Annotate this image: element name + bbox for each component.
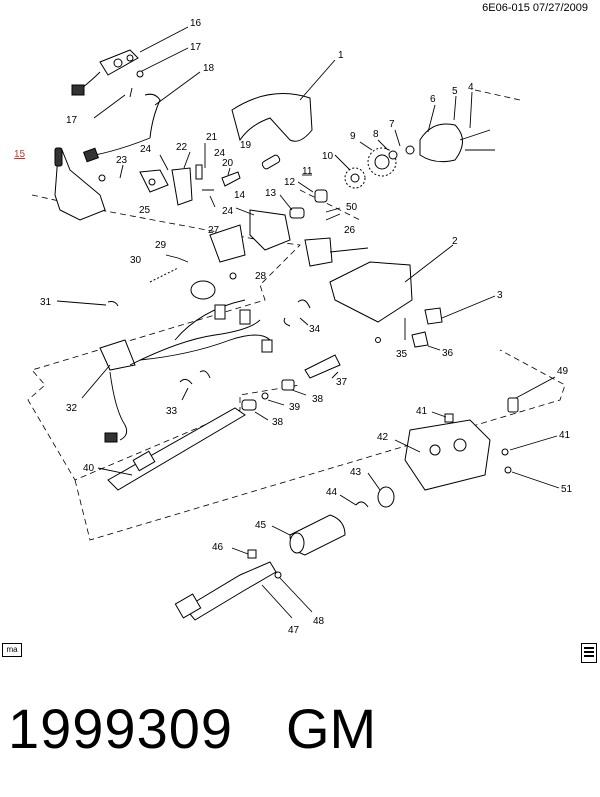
part-label-34: 34 [309, 324, 321, 335]
intermediate-45-48 [174, 514, 346, 621]
shaft-40 [97, 407, 246, 491]
gears-9-13 [279, 91, 495, 219]
part-label-33: 33 [166, 406, 178, 417]
part-label-35: 35 [396, 349, 408, 360]
part-label-49: 49 [557, 366, 569, 377]
part-label-10: 10 [322, 151, 334, 162]
connector-17-18 [83, 47, 201, 163]
part-label-27: 27 [208, 225, 220, 236]
part-label-40: 40 [83, 463, 95, 474]
switch-parts-21-25 [98, 143, 241, 208]
part-label-18: 18 [203, 63, 215, 74]
part-label-1: 1 [338, 50, 344, 61]
column-cover-1 [231, 59, 336, 142]
bearings-37-39 [241, 354, 341, 421]
part-label-15: 15 [14, 149, 26, 160]
harness-32 [56, 280, 311, 443]
part-label-17b: 17 [66, 115, 78, 126]
part-label-38a: 38 [312, 394, 324, 405]
part-label-8: 8 [373, 129, 379, 140]
part-label-51: 51 [561, 484, 573, 495]
part-label-6: 6 [430, 94, 436, 105]
part-label-32: 32 [66, 403, 78, 414]
part-label-37: 37 [336, 377, 348, 388]
part-label-39: 39 [289, 402, 301, 413]
part-labels: 1 2 3 4 5 6 7 8 9 10 11 12 13 14 15 16 1… [14, 18, 573, 636]
multifunction-lever-15 [54, 147, 106, 221]
part-label-13: 13 [265, 188, 277, 199]
part-label-25: 25 [139, 205, 151, 216]
ma-icon: ma [2, 643, 22, 657]
part-label-5: 5 [452, 86, 458, 97]
part-label-28: 28 [255, 271, 267, 282]
part-label-11: 11 [302, 166, 313, 177]
part-label-46: 46 [212, 542, 224, 553]
spring-29-30 [149, 254, 189, 283]
bracket-3-36 [375, 295, 496, 351]
part-label-20: 20 [222, 158, 234, 169]
part-label-17a: 17 [190, 42, 202, 53]
part-label-48: 48 [313, 616, 325, 627]
wiper-switch-16 [71, 26, 189, 96]
part-label-43: 43 [350, 467, 362, 478]
header-code: 6E06-015 07/27/2009 [482, 2, 588, 14]
part-label-45: 45 [255, 520, 267, 531]
footer-brand: GM [286, 697, 377, 760]
part-label-38b: 38 [272, 417, 284, 428]
switch-housing-14-27 [209, 154, 369, 280]
part-label-47: 47 [288, 625, 300, 636]
part-label-7: 7 [389, 119, 395, 130]
part-label-4: 4 [468, 82, 474, 93]
part-label-24b: 24 [214, 148, 226, 159]
part-label-44: 44 [326, 487, 338, 498]
part-label-24a: 24 [140, 144, 152, 155]
part-label-36: 36 [442, 348, 454, 359]
part-label-26: 26 [344, 225, 356, 236]
part-label-3: 3 [497, 290, 503, 301]
part-label-41b: 41 [559, 430, 571, 441]
part-label-41a: 41 [416, 406, 428, 417]
footer-number: 1999309 [8, 697, 234, 760]
part-label-2: 2 [452, 236, 458, 247]
lower-cover-2 [329, 244, 454, 323]
part-label-29: 29 [155, 240, 167, 251]
part-label-24c: 24 [222, 206, 234, 217]
part-label-50: 50 [346, 202, 358, 213]
part-label-31: 31 [40, 297, 52, 308]
part-label-22: 22 [176, 142, 188, 153]
part-label-23: 23 [116, 155, 128, 166]
part-label-21: 21 [206, 132, 218, 143]
book-icon [581, 643, 597, 663]
housing-42 [339, 376, 560, 508]
part-label-14: 14 [234, 190, 246, 201]
part-label-30: 30 [130, 255, 142, 266]
part-label-19: 19 [240, 140, 252, 151]
part-label-12: 12 [284, 177, 296, 188]
part-label-9: 9 [350, 131, 356, 142]
part-label-16: 16 [190, 18, 202, 29]
part-label-42: 42 [377, 432, 389, 443]
